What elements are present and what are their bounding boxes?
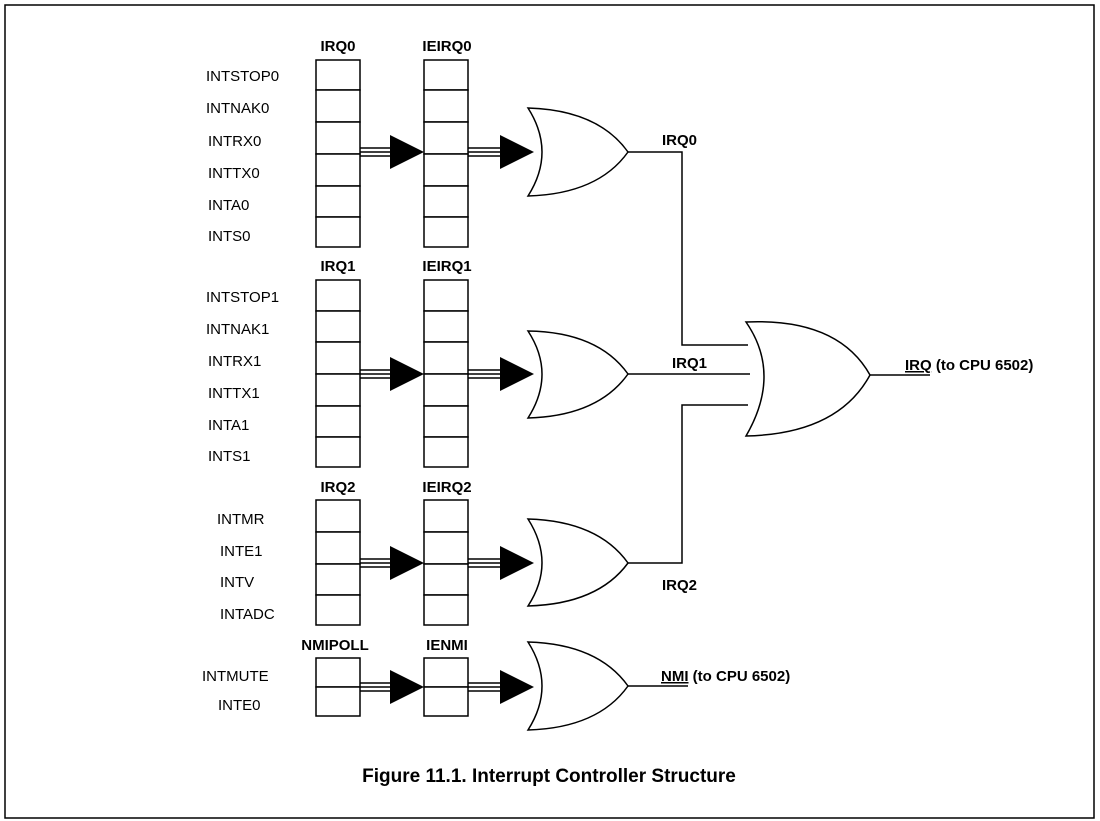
ieirq0-register-label: IEIRQ0 — [422, 38, 471, 55]
signal-inta0: INTA0 — [208, 197, 249, 214]
group-irq2: IRQ2 IEIRQ2 INTMR INTE1 INTV INTADC — [217, 479, 697, 626]
signal-inte0: INTE0 — [218, 697, 261, 714]
bus-arrow — [468, 670, 534, 704]
irq0-register — [315, 59, 361, 248]
irq2-register-label: IRQ2 — [320, 479, 355, 496]
signal-intstop1: INTSTOP1 — [206, 289, 279, 306]
nmi-output-label: NMI (to CPU 6502) — [661, 668, 790, 685]
irq2-output-label: IRQ2 — [662, 577, 697, 594]
irq-output-signal: IRQ — [905, 357, 932, 374]
irq-output-label: IRQ (to CPU 6502) — [905, 357, 1033, 374]
signal-intadc: INTADC — [220, 606, 275, 623]
signal-intrx1: INTRX1 — [208, 353, 261, 370]
bus-arrow — [468, 546, 534, 580]
signal-inte1: INTE1 — [220, 543, 263, 560]
signal-ints0: INTS0 — [208, 228, 251, 245]
irq2-register — [315, 499, 361, 626]
interconnect-wires — [628, 151, 750, 564]
ieirq1-register — [423, 279, 469, 468]
bus-arrow — [360, 357, 424, 391]
bus-arrow — [360, 670, 424, 704]
figure-frame — [4, 4, 1095, 819]
final-or-gate — [744, 320, 871, 437]
irq0-register-label: IRQ0 — [320, 38, 355, 55]
or-gate — [526, 641, 629, 731]
bus-arrow — [360, 135, 424, 169]
nmipoll-register-label: NMIPOLL — [301, 637, 369, 654]
signal-intrx0: INTRX0 — [208, 133, 261, 150]
ienmi-register-label: IENMI — [426, 637, 468, 654]
ieirq0-register — [423, 59, 469, 248]
group-irq0: IRQ0 IEIRQ0 INTSTOP0 INTNAK0 INTRX0 INTT… — [206, 38, 697, 248]
irq1-register — [315, 279, 361, 468]
irq1-output-label: IRQ1 — [672, 355, 707, 372]
signal-ints1: INTS1 — [208, 448, 251, 465]
ienmi-register — [423, 657, 469, 717]
signal-inta1: INTA1 — [208, 417, 249, 434]
bus-arrow — [468, 135, 534, 169]
signal-intmute: INTMUTE — [202, 668, 269, 685]
signal-intmr: INTMR — [217, 511, 265, 528]
or-gate — [526, 107, 629, 197]
group-nmi: NMIPOLL IENMI INTMUTE INTE0 NMI (to CPU … — [202, 637, 790, 731]
or-gate — [526, 518, 629, 607]
irq1-register-label: IRQ1 — [320, 258, 355, 275]
signal-intv: INTV — [220, 574, 254, 591]
group-irq1: IRQ1 IEIRQ1 INTSTOP1 INTNAK1 INTRX1 INTT… — [206, 258, 707, 468]
nmi-output-signal: NMI — [661, 668, 689, 685]
or-gate — [526, 330, 629, 419]
nmipoll-register — [315, 657, 361, 717]
ieirq2-register — [423, 499, 469, 626]
ieirq2-register-label: IEIRQ2 — [422, 479, 471, 496]
signal-intnak0: INTNAK0 — [206, 100, 269, 117]
signal-inttx1: INTTX1 — [208, 385, 260, 402]
bus-arrow — [468, 357, 534, 391]
irq-output-suffix: (to CPU 6502) — [932, 357, 1034, 374]
nmi-output-suffix: (to CPU 6502) — [689, 668, 791, 685]
signal-inttx0: INTTX0 — [208, 165, 260, 182]
irq0-output-label: IRQ0 — [662, 132, 697, 149]
signal-intnak1: INTNAK1 — [206, 321, 269, 338]
bus-arrow — [360, 546, 424, 580]
figure-caption: Figure 11.1. Interrupt Controller Struct… — [362, 766, 736, 787]
ieirq1-register-label: IEIRQ1 — [422, 258, 471, 275]
signal-intstop0: INTSTOP0 — [206, 68, 279, 85]
